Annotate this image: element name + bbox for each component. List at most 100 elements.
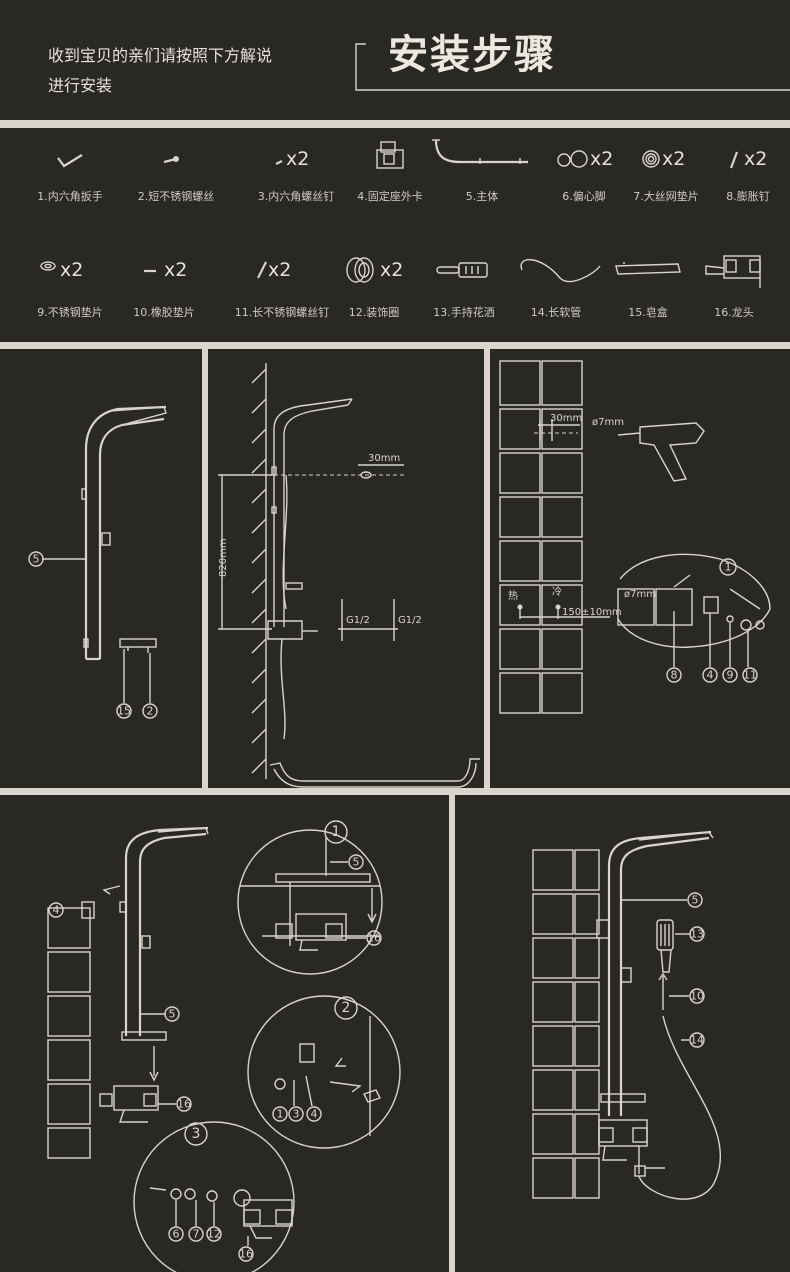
callout-11: 11 (743, 669, 757, 682)
soap-dish (119, 638, 157, 653)
tile-column-final (532, 849, 600, 1199)
short-screw-icon (163, 156, 179, 164)
faucet-mount (99, 1085, 159, 1123)
diagram-dimensions: 30mm 820mm G1/2 G1/2 (218, 363, 480, 788)
hex-screw-icon (275, 160, 283, 165)
part-label-7: 7.大丝网垫片 (633, 190, 699, 203)
divider-mid-top (0, 342, 790, 349)
part-label-15: 15.皂盒 (628, 306, 668, 319)
hand-shower-final (656, 919, 674, 973)
drill-icon (617, 422, 705, 482)
callout-8: 8 (671, 669, 678, 682)
step-1-badge: 1 (332, 824, 341, 840)
detail3-callout-6: 6 (173, 1228, 180, 1241)
faucet-final (598, 1119, 665, 1177)
qty-10: x2 (164, 259, 188, 281)
detail1-callout-5: 5 (353, 856, 360, 869)
faucet-icon (705, 255, 761, 288)
parts-list: x2 x2 x2 x2 x2 x2 x2 x2 1.内六角扳手 2.短不锈钢螺丝… (0, 128, 790, 348)
callout-circle (28, 551, 44, 567)
callout-4: 4 (707, 669, 714, 682)
detail-2 (247, 995, 401, 1149)
divider-v3 (449, 795, 455, 1272)
qty-11: x2 (268, 259, 292, 281)
part-label-8: 8.膨胀钉 (726, 190, 770, 203)
thread-left: G1/2 (346, 615, 370, 626)
thread-right: G1/2 (398, 615, 422, 626)
expansion-bolt-icon (729, 151, 739, 169)
part-label-3: 3.内六角螺丝钉 (257, 190, 335, 203)
bracket-wall (81, 885, 121, 919)
qty-12: x2 (380, 259, 404, 281)
part-label-9: 9.不锈钢垫片 (37, 306, 103, 319)
shower-column-mount (119, 826, 209, 1082)
bracket-parts (703, 596, 765, 631)
qty-6: x2 (590, 148, 614, 170)
intro-line-2: 进行安装 (48, 76, 113, 95)
detail-1 (237, 829, 383, 975)
bathtub (269, 758, 480, 788)
dim-30mm: 30mm (368, 453, 400, 464)
detail3-callout-16: 16 (239, 1248, 253, 1261)
callout-5-mount: 5 (169, 1008, 176, 1021)
diagram-drilling: 30mm ø7mm 热 冷 150±10mm ø7mm 1 8 4 9 11 (499, 360, 771, 714)
soap-dish-icon (615, 262, 681, 275)
part-label-13: 13.手持花洒 (433, 306, 495, 319)
qty-8: x2 (744, 148, 768, 170)
cold-label: 冷 (552, 585, 562, 598)
callout-2: 2 (147, 705, 154, 718)
washer-icon (40, 261, 56, 271)
dim-150mm: 150±10mm (562, 607, 622, 618)
decorative-ring-icon (346, 257, 374, 283)
detail-circle (617, 553, 771, 648)
qty-3: x2 (286, 148, 310, 170)
mesh-washer-icon (642, 150, 660, 168)
callout-16-mount: 16 (177, 1098, 191, 1111)
step-2-badge: 2 (342, 1000, 351, 1016)
part-label-4: 4.固定座外卡 (357, 190, 423, 203)
divider-top (0, 120, 790, 128)
wall-hatch (251, 363, 267, 779)
eccentric-foot-icon (557, 150, 588, 168)
hose-icon (520, 258, 601, 283)
detail2-callout-1: 1 (277, 1108, 284, 1121)
part-label-11: 11.长不锈钢螺丝钉 (234, 306, 330, 319)
qty-9: x2 (60, 259, 84, 281)
part-label-5: 5.主体 (465, 190, 499, 203)
shower-body-icon (432, 139, 528, 164)
callout-4-left: 4 (53, 904, 60, 917)
part-label-2: 2.短不锈钢螺丝 (137, 190, 215, 203)
qty-7: x2 (662, 148, 686, 170)
diagram-assembled: 5 15 2 (28, 405, 167, 719)
part-label-1: 1.内六角扳手 (37, 190, 103, 203)
tile-grid (499, 360, 583, 714)
tile-column (47, 907, 91, 1159)
hose-final (638, 1015, 722, 1200)
detail1-callout-16: 16 (367, 932, 381, 945)
part-label-12: 12.装饰圈 (348, 306, 400, 319)
hex-key-icon (57, 154, 83, 168)
part-label-16: 16.龙头 (714, 306, 754, 319)
page-title: 安装步骤 (388, 32, 556, 78)
long-screw-icon (257, 261, 267, 279)
callout-9: 9 (727, 669, 734, 682)
divider-v1 (202, 348, 208, 794)
hot-label: 热 (508, 589, 518, 602)
hand-shower-icon (436, 262, 488, 278)
drill-size: ø7mm (592, 417, 624, 428)
dim-820mm: 820mm (218, 538, 229, 577)
intro-line-1: 收到宝贝的亲们请按照下方解说 (48, 46, 273, 65)
callout-13-final: 13 (690, 928, 704, 941)
detail3-callout-7: 7 (193, 1228, 200, 1241)
title-bracket (355, 43, 790, 91)
diagram-mounting: 4 5 16 1 5 16 (47, 820, 401, 1272)
detail-3 (133, 1121, 295, 1272)
shower-column (81, 405, 167, 661)
divider-v2 (484, 348, 490, 794)
callout-15: 15 (117, 705, 131, 718)
bracket-icon (376, 141, 404, 169)
callout-5-final: 5 (692, 894, 699, 907)
diagram-final: 5 13 10 14 (532, 830, 722, 1200)
step-3-badge: 3 (192, 1126, 201, 1142)
shower-column-side (267, 398, 353, 740)
